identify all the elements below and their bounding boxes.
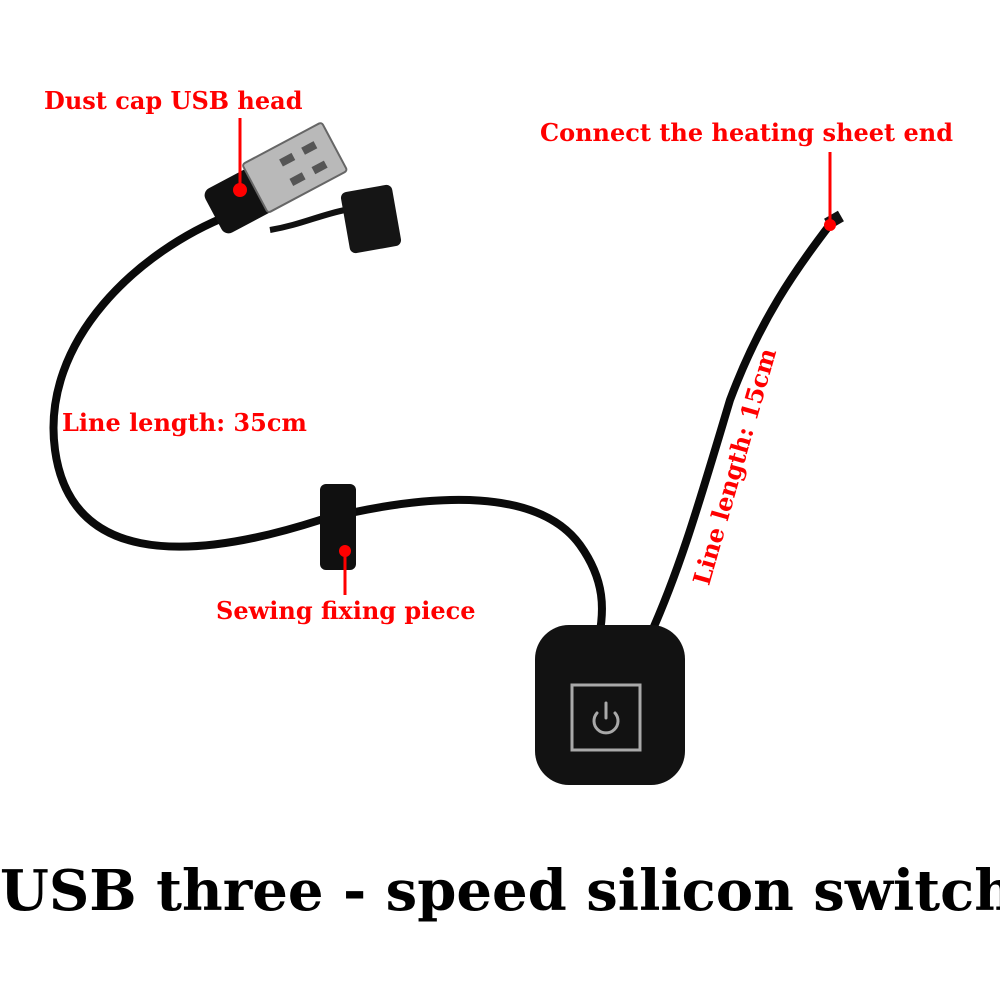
callout-usb <box>233 118 247 197</box>
silicon-switch <box>535 625 685 785</box>
callout-heating-end <box>824 152 836 231</box>
cable-15cm <box>644 218 836 644</box>
dust-cap <box>269 184 402 254</box>
callout-sewing-piece <box>339 545 351 595</box>
usb-connector <box>204 122 348 234</box>
power-icon <box>592 701 620 735</box>
sewing-fixing-piece <box>320 484 356 570</box>
product-caption: USB three - speed silicon switch <box>0 858 1000 924</box>
label-heating-end: Connect the heating sheet end <box>540 118 953 147</box>
cable-35cm <box>49 211 606 646</box>
label-usb-head: Dust cap USB head <box>44 86 303 115</box>
label-line-35cm: Line length: 35cm <box>62 408 307 437</box>
label-sewing-piece: Sewing fixing piece <box>216 596 476 625</box>
